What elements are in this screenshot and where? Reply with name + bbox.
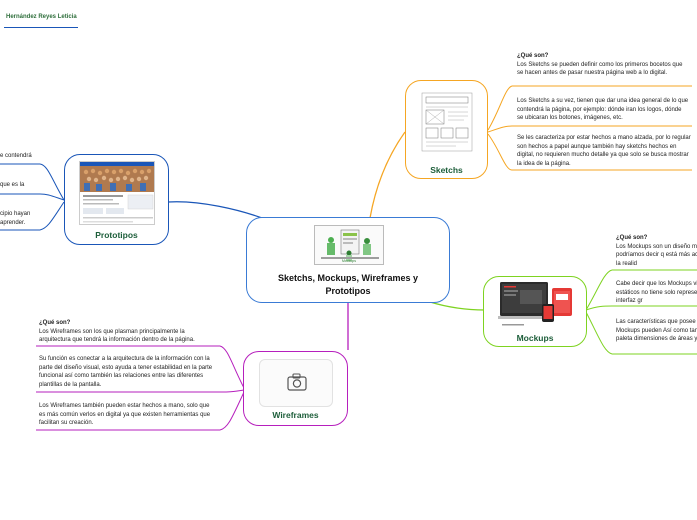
sketchs-note-2: Los Sketchs a su vez, tienen que dar una…: [517, 97, 689, 123]
topic-prototipos[interactable]: Prototipos: [64, 154, 169, 245]
mockups-image: [496, 280, 576, 330]
connector-prototipos: [167, 201, 263, 219]
author-underline: [4, 27, 78, 28]
prototipos-note-2-text: que es la: [0, 182, 25, 188]
prototipos-note-2: que es la: [0, 181, 40, 190]
wireframes-note-1-text: Los Wireframes son los que plasman princ…: [39, 328, 195, 344]
mockups-note-2: Cabe decir que los Mockups visual, son e…: [616, 280, 697, 306]
sketchs-note-1-heading: ¿Qué son?: [517, 53, 549, 59]
sketchs-title: Sketchs: [430, 165, 463, 175]
mockups-note-3-text: Las características que posee que en los…: [616, 319, 697, 343]
people-illustration-icon: [321, 229, 379, 261]
sketchs-note-2-text: Los Sketchs a su vez, tienen que dar una…: [517, 98, 689, 122]
sketchs-image: [420, 91, 474, 153]
sketchs-note-1: ¿Qué son? Los Sketchs se pueden definir …: [517, 52, 687, 78]
sketchs-note-3: Se les caracteriza por estar hechos a ma…: [517, 134, 691, 168]
camera-icon: [287, 373, 307, 391]
wireframes-note-3: Los Wireframes también pueden estar hech…: [39, 402, 217, 428]
wireframes-title: Wireframes: [272, 410, 319, 420]
sketchs-note-1-text: Los Sketchs se pueden definir como los p…: [517, 61, 683, 77]
prototipos-title: Prototipos: [95, 230, 138, 240]
prototipos-note-3-text: cipio hayan aprender.: [0, 211, 31, 226]
mockups-title: Mockups: [516, 333, 554, 343]
prototipos-image: [79, 161, 155, 225]
wireframes-note-2-text: Su función es conectar a la arquitectura…: [39, 356, 213, 388]
connector-mockups: [429, 301, 486, 311]
mockups-note-3: Las características que posee que en los…: [616, 318, 697, 344]
mockups-note-1: ¿Qué son? Los Mockups son un diseño m la…: [616, 234, 697, 268]
central-title: Sketchs, Mockups, Wireframes y Prototipo…: [278, 273, 418, 296]
mockups-note-1-text: Los Mockups son un diseño m la página, p…: [616, 243, 697, 267]
wireframes-image-placeholder: [259, 359, 333, 407]
mockups-note-2-text: Cabe decir que los Mockups visual, son e…: [616, 281, 697, 305]
device-mockup-icon: [498, 282, 572, 326]
central-image-caption: Mockups: [341, 259, 356, 263]
sketchs-note-3-text: Se les caracteriza por estar hechos a ma…: [517, 135, 691, 167]
wireframes-note-2: Su función es conectar a la arquitectura…: [39, 355, 217, 389]
topic-wireframes[interactable]: Wireframes: [243, 351, 348, 426]
prototipos-note-1: e contendrá: [0, 152, 40, 161]
topic-mockups[interactable]: Mockups: [483, 276, 587, 347]
wireframes-note-1-heading: ¿Qué son?: [39, 320, 71, 326]
sketch-drawing-icon: [421, 92, 473, 152]
prototipos-note-3: cipio hayan aprender.: [0, 210, 40, 227]
author-name: Hernández Reyes Leticia: [6, 14, 77, 20]
connector-sketchs: [369, 131, 406, 219]
topic-sketchs[interactable]: Sketchs: [405, 80, 488, 179]
website-screenshot-icon: [80, 162, 154, 223]
prototipos-note-1-text: e contendrá: [0, 153, 32, 159]
wireframes-note-1: ¿Qué son? Los Wireframes son los que pla…: [39, 319, 217, 345]
central-topic[interactable]: Mockups Sketchs, Mockups, Wireframes y P…: [246, 217, 450, 303]
wireframes-note-3-text: Los Wireframes también pueden estar hech…: [39, 403, 211, 427]
central-illustration: Mockups: [314, 225, 384, 265]
mockups-note-1-heading: ¿Qué son?: [616, 235, 648, 241]
